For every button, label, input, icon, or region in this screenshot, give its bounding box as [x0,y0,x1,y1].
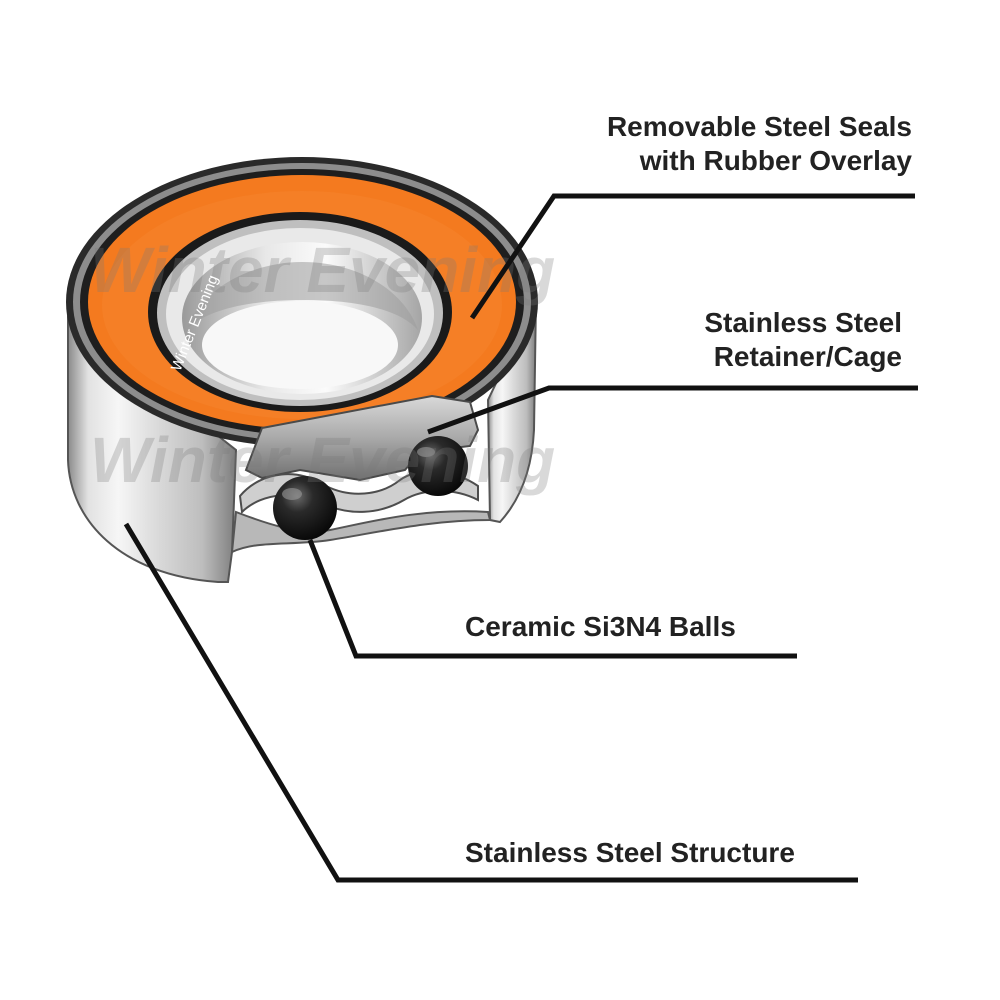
watermark: Winter Evening Winter Evening [90,234,555,496]
label-steel-structure: Stainless Steel Structure [465,836,795,870]
leader-line-cage [427,385,918,435]
leader-line-structure [123,522,858,883]
leader-lines [123,193,918,883]
outer-ring-side-right [486,299,537,524]
label-removable-steel-seals: Removable Steel Seals with Rubber Overla… [607,110,912,178]
label-line: Stainless Steel [704,307,902,338]
label-line: Removable Steel Seals [606,111,912,142]
leader-line-balls [307,539,797,659]
label-retainer-cage: Stainless Steel Retainer/Cage [704,306,902,374]
watermark-text: Winter Evening [90,424,555,496]
label-line: Ceramic Si3N4 Balls [465,611,736,642]
label-line: Retainer/Cage [713,341,902,372]
bearing [66,157,538,583]
leader-line-seals [469,193,915,320]
outer-race-section [230,510,492,554]
watermark-text: Winter Evening [90,234,555,306]
label-ceramic-balls: Ceramic Si3N4 Balls [465,610,736,644]
label-line: Stainless Steel Structure [465,837,795,868]
label-line: with Rubber Overlay [639,145,912,176]
